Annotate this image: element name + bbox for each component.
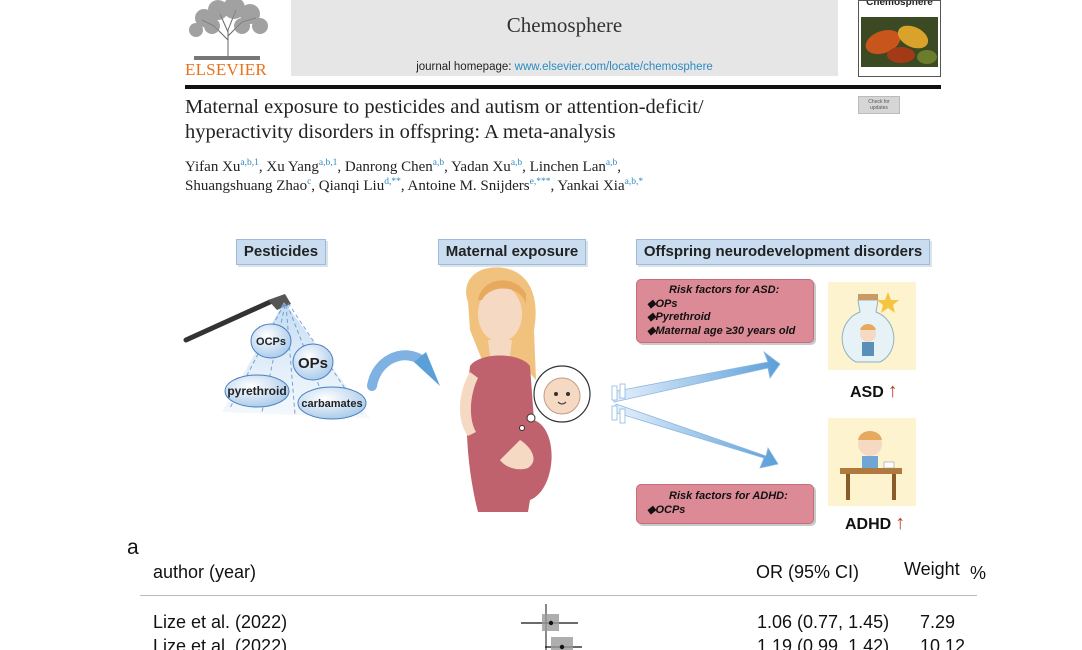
study-or-ci: 1.06 (0.77, 1.45)	[757, 612, 890, 632]
header-or-ci: OR (95% CI)	[756, 562, 860, 582]
header-weight: Weight	[904, 559, 960, 579]
label-pesticides: Pesticides	[236, 239, 326, 265]
title-line-2: hyperactivity disorders in offspring: A …	[185, 121, 616, 143]
header-rule	[185, 85, 941, 89]
risk-asd-title: Risk factors for ASD:	[669, 284, 780, 296]
study-weight: 10.12	[920, 636, 966, 650]
arrow-to-adhd	[611, 403, 779, 469]
cover-title: Chemosphere	[866, 0, 933, 8]
author-affiliation[interactable]: a,b	[432, 158, 445, 168]
adhd-child-at-desk-illustration	[828, 418, 916, 506]
risk-asd-item: ◆OPs	[647, 297, 678, 310]
author-separator: ,	[522, 159, 530, 175]
author-separator: ,	[400, 178, 408, 194]
header-percent: %	[970, 563, 987, 583]
label-maternal-exposure: Maternal exposure	[438, 239, 586, 265]
author-name[interactable]: Danrong Chen	[344, 159, 433, 175]
study-author: Lize et al. (2022)	[153, 612, 288, 632]
author-affiliation[interactable]: d,**	[384, 177, 401, 187]
author-affiliation[interactable]: e,***	[529, 177, 551, 187]
panel-label: a	[127, 536, 139, 559]
author-name[interactable]: Yifan Xu	[185, 159, 241, 175]
author-affiliation[interactable]: a,b,*	[624, 177, 644, 187]
author-name[interactable]: Linchen Lan	[529, 159, 606, 175]
bubble-carbamates	[297, 386, 367, 420]
author-name[interactable]: Xu Yang	[266, 159, 319, 175]
curved-arrow-icon	[367, 350, 440, 391]
header-author-year: author (year)	[153, 562, 257, 582]
table-row: Lize et al. (2022) 1.19 (0.99, 1.42) 10.…	[0, 636, 1082, 650]
bubble-ocps	[250, 323, 292, 359]
outcome-asd-label: ASD	[850, 384, 884, 401]
cover-leaf-image	[861, 17, 938, 67]
risk-adhd-item: ◆OCPs	[647, 503, 686, 516]
study-or-ci: 1.19 (0.99, 1.42)	[757, 636, 890, 650]
homepage-label: journal homepage:	[416, 61, 512, 73]
homepage-link[interactable]: www.elsevier.com/locate/chemosphere	[514, 61, 713, 73]
author-list: Yifan Xua,b,1, Xu Yanga,b,1, Danrong Che…	[185, 158, 925, 196]
bubble-pyrethroid-label: pyrethroid	[227, 384, 286, 398]
journal-homepage: journal homepage: www.elsevier.com/locat…	[291, 61, 838, 73]
graphical-abstract-illustration: OCPs OPs pyrethroid carbamates	[183, 267, 916, 512]
label-offspring-disorders: Offspring neurodevelopment disorders	[636, 239, 930, 265]
study-weight: 7.29	[920, 612, 956, 632]
author-name[interactable]: Yankai Xia	[557, 178, 625, 194]
arrow-to-asd	[611, 350, 781, 403]
author-separator: ,	[550, 178, 558, 194]
author-line-2: Shuangshuang Zhaoc, Qianqi Liud,**, Anto…	[185, 177, 925, 196]
forest-plot-divider	[140, 595, 977, 596]
bubble-ops-label: OPs	[298, 355, 328, 372]
journal-name[interactable]: Chemosphere	[506, 13, 623, 37]
author-separator: ,	[258, 159, 267, 175]
asd-child-in-jar-illustration	[828, 282, 916, 370]
author-separator: ,	[337, 159, 345, 175]
bubble-pyrethroid	[224, 374, 290, 408]
up-arrow-icon: ↑	[887, 380, 898, 402]
risk-adhd-title: Risk factors for ADHD:	[669, 490, 788, 502]
publisher-name: ELSEVIER	[185, 60, 267, 79]
bubble-carbamates-label: carbamates	[301, 398, 362, 410]
author-affiliation[interactable]: c	[307, 177, 312, 187]
author-separator: ,	[444, 159, 452, 175]
author-affiliation[interactable]: a,b	[605, 158, 618, 168]
up-arrow-icon: ↑	[895, 512, 906, 534]
bubble-ops	[292, 343, 334, 381]
risk-asd-item: ◆Pyrethroid	[647, 311, 711, 323]
table-row: Lize et al. (2022) 1.06 (0.77, 1.45) 7.2…	[0, 612, 1082, 636]
study-author: Lize et al. (2022)	[153, 636, 288, 650]
title-line-1: Maternal exposure to pesticides and auti…	[185, 96, 704, 118]
article-title: Maternal exposure to pesticides and auti…	[185, 95, 825, 145]
journal-cover[interactable]: Chemosphere	[858, 0, 941, 77]
outcome-asd: ASD↑	[850, 380, 898, 403]
author-name[interactable]: Yadan Xu	[451, 159, 511, 175]
elsevier-logo	[184, 0, 274, 80]
outcome-adhd: ADHD↑	[845, 512, 905, 535]
risk-asd-item: ◆Maternal age ≥30 years old	[647, 324, 796, 337]
author-name[interactable]: Antoine M. Snijders	[407, 178, 530, 194]
author-separator: ,	[311, 178, 319, 194]
author-name[interactable]: Shuangshuang Zhao	[185, 178, 308, 194]
risk-factors-asd-box: Risk factors for ASD: ◆OPs ◆Pyrethroid ◆…	[636, 279, 814, 343]
author-name[interactable]: Qianqi Liu	[318, 178, 385, 194]
bubble-ocps-label: OCPs	[256, 336, 286, 348]
author-affiliation[interactable]: a,b,1	[240, 158, 259, 168]
risk-factors-adhd-box: Risk factors for ADHD: ◆OCPs	[636, 484, 814, 524]
author-affiliation[interactable]: a,b	[510, 158, 523, 168]
outcome-adhd-label: ADHD	[845, 516, 892, 533]
author-affiliation[interactable]: a,b,1	[318, 158, 338, 168]
pregnant-woman-illustration	[459, 267, 552, 512]
journal-banner: Chemosphere journal homepage: www.elsevi…	[291, 0, 838, 76]
baby-thought-bubble	[519, 365, 591, 431]
check-for-updates-button[interactable]: Check for updates	[858, 96, 900, 114]
author-separator: ,	[617, 159, 621, 175]
author-line-1: Yifan Xua,b,1, Xu Yanga,b,1, Danrong Che…	[185, 158, 925, 177]
